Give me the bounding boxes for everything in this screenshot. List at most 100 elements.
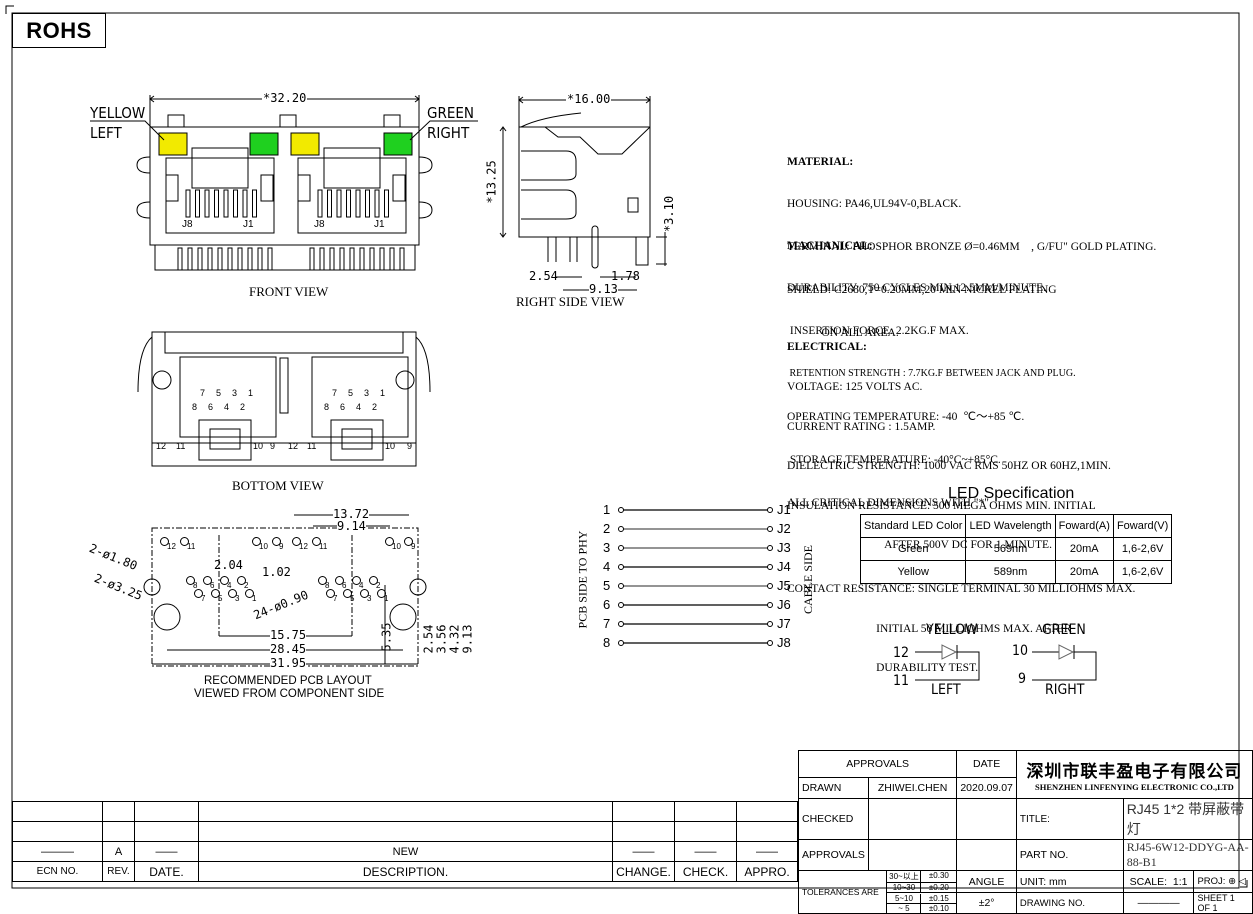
title-label: TITLE: [1015,798,1124,840]
pcb-hole-label: 6 [342,581,347,590]
drawn-by: ZHIWEI.CHEN [867,777,958,799]
schematic-green-pin-a: 10 [1012,643,1029,659]
pcb-hole [211,589,220,598]
spec-line: SHIELD: C2680,T=0.20MM,20 MIN NICKEL PLA… [787,284,1057,297]
wire-terminal [767,640,773,646]
front-pin-label: J1 [374,219,385,230]
pcb-hole-label: 12 [167,542,176,551]
pcb-dim: 9.14 [337,519,366,533]
wire-terminal [618,583,624,589]
schematic-green-label: GREEN [1042,622,1086,638]
table-cell: —— [736,841,798,862]
pcb-dim: 13.72 [333,507,370,521]
spec-heading: MACHANICAL: [787,239,873,252]
pcb-hole-label: 4 [359,581,364,590]
wire-terminal [767,526,773,532]
bottom-led-pin: 10 [385,441,396,451]
pcb-hole-label: 5 [350,594,355,603]
pcb-dim: 15.75 [270,628,307,642]
tol-value: ±0.30 [928,871,949,880]
unit-label: UNIT: mm [1015,870,1124,893]
spec-line: INITIAL 50 MILLIOHMS MAX. AFTER [787,622,1072,635]
pcb-hole-label: 10 [259,542,268,551]
table-row: CHECKED TITLE: RJ45 1*2 带屏蔽带灯 [798,798,1253,840]
pcb-hole [318,576,327,585]
wire-cable-pin: J2 [777,521,791,536]
table-row [12,821,798,842]
spec-heading: MATERIAL: [787,155,854,168]
pcb-hole-label: 6 [210,581,215,590]
rohs-badge: ROHS [12,13,106,48]
board-pin [227,247,233,271]
table-cell: —— [674,841,737,862]
pcb-hole-label: 11 [187,542,196,551]
front-pin-label: J8 [182,219,193,230]
company-name-cn: 深圳市联丰盈电子有限公司 [1026,762,1243,781]
contact-slot [374,189,380,218]
date-header: DATE [956,750,1017,778]
drawing-no-value: ———— [1122,892,1195,914]
bottom-pin-label: 8 [192,402,198,412]
side-pitch-dim: 2.54 [529,269,558,283]
board-pin [319,247,325,271]
wire-terminal [767,545,773,551]
pcb-hole [343,589,352,598]
contact-slot [195,189,200,218]
led-schematic [915,644,1097,681]
bottom-pin-label: 8 [324,402,330,412]
tol-range: 30~以上 [887,871,922,882]
bottom-pin-label: 6 [208,402,214,412]
spec-material: MATERIAL: HOUSING: PA46,UL94V-0,BLACK. T… [787,126,1156,355]
spec-heading: ELECTRICAL: [787,341,867,354]
contact-slot [365,189,370,218]
spec-line: INSULATION RESISTANCE: 500 MEGA OHMS MIN… [787,499,1096,512]
contact-slot [242,189,248,218]
tol-range: ~ 5 [887,903,922,913]
table-row [12,801,798,822]
spec-line: CONTACT RESISTANCE: SINGLE TERMINAL 30 M… [787,583,1136,596]
wire-pcb-pin: 5 [603,578,611,593]
schematic-green-pin-b: 9 [1018,671,1027,687]
table-header-row: ECN NO. REV. DATE. DESCRIPTION. CHANGE. … [12,861,798,882]
front-pin-label: J8 [314,219,325,230]
table-header: APPRO. [736,861,798,882]
bottom-pin-label: 1 [380,388,386,398]
table-cell: 20mA [1054,537,1114,561]
table-header: CHANGE. [612,861,675,882]
bottom-pin-label: 7 [332,388,338,398]
front-led-green [383,132,413,156]
board-pin [257,247,263,271]
table-header: CHECK. [674,861,737,882]
wire-terminal [618,640,624,646]
side-view-drawing [499,96,667,291]
spec-line: TERMINAL: PHOSPHOR BRONZE Ø=0.46MM , G/F… [787,241,1157,254]
spec-line: OPERATING TEMPERATURE: -40 ℃～+85 ℃. [787,411,1025,424]
table-cell: —— [134,841,199,862]
part-no-label: PART NO. [1015,839,1124,871]
pcb-hole [220,576,229,585]
schematic-yellow-pin-a: 12 [893,645,910,661]
pcb-hole [335,576,344,585]
board-pin [237,247,243,271]
contact-slot [233,189,238,218]
wire-cable-pin: J7 [777,616,791,631]
table-header: DATE. [134,861,199,882]
front-view-drawing [90,95,478,271]
title-block: APPROVALS DATE 深圳市联丰盈电子有限公司 SHENZHEN LIN… [797,750,1253,914]
pcb-hole-label: 2 [376,581,381,590]
drawing-no-label: DRAWING NO. [1015,892,1124,914]
drawn-date: 2020.09.07 [956,777,1017,799]
board-pin [187,247,193,271]
pcb-hole-label: 4 [227,581,232,590]
angle-label: ANGLE [956,870,1017,893]
front-width-dim: *32.20 [262,91,308,105]
pcb-hole [180,537,189,546]
rohs-label: ROHS [26,17,92,43]
board-pin [217,247,223,271]
front-led-left-label-2: LEFT [90,124,122,142]
bottom-pin-label: 5 [216,388,222,398]
board-pin [379,247,385,271]
checked-label: CHECKED [798,798,869,840]
table-row: ——— A —— NEW —— —— —— [12,841,798,862]
board-pin [177,247,183,271]
